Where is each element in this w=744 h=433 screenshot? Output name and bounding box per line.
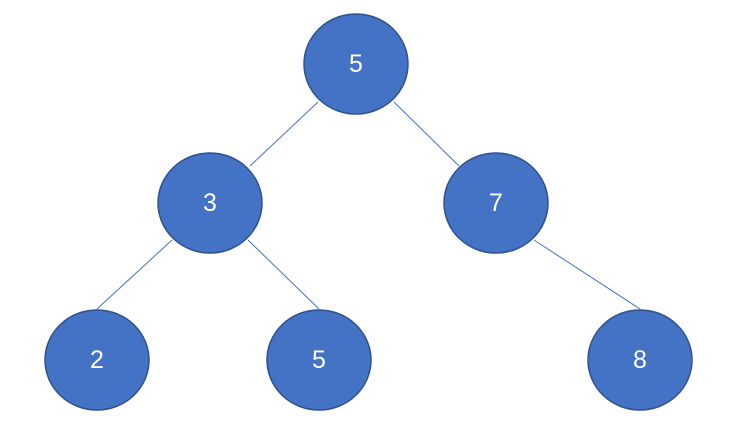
edge-root-right [393, 101, 460, 167]
node-circle [303, 13, 409, 115]
edge-root-left [249, 101, 319, 167]
edge-left-leftright [247, 239, 320, 310]
tree-node-root: 5 [303, 13, 409, 115]
edge-left-leftleft [96, 239, 173, 310]
tree-node-right-right: 8 [587, 309, 693, 411]
node-circle [266, 309, 372, 411]
edges-layer [96, 101, 641, 310]
tree-node-left-right: 5 [266, 309, 372, 411]
node-circle [157, 152, 263, 254]
node-label: 7 [489, 189, 503, 217]
node-circle [587, 309, 693, 411]
node-label: 3 [203, 189, 217, 217]
nodes-layer: 5 3 7 2 5 8 [44, 13, 693, 411]
node-label: 5 [349, 50, 363, 78]
node-label: 2 [90, 346, 104, 374]
edge-right-rightright [533, 239, 641, 310]
tree-node-left-left: 2 [44, 309, 150, 411]
node-label: 5 [312, 346, 326, 374]
tree-node-left: 3 [157, 152, 263, 254]
node-circle [443, 152, 549, 254]
tree-node-right: 7 [443, 152, 549, 254]
node-label: 8 [633, 346, 647, 374]
node-circle [44, 309, 150, 411]
